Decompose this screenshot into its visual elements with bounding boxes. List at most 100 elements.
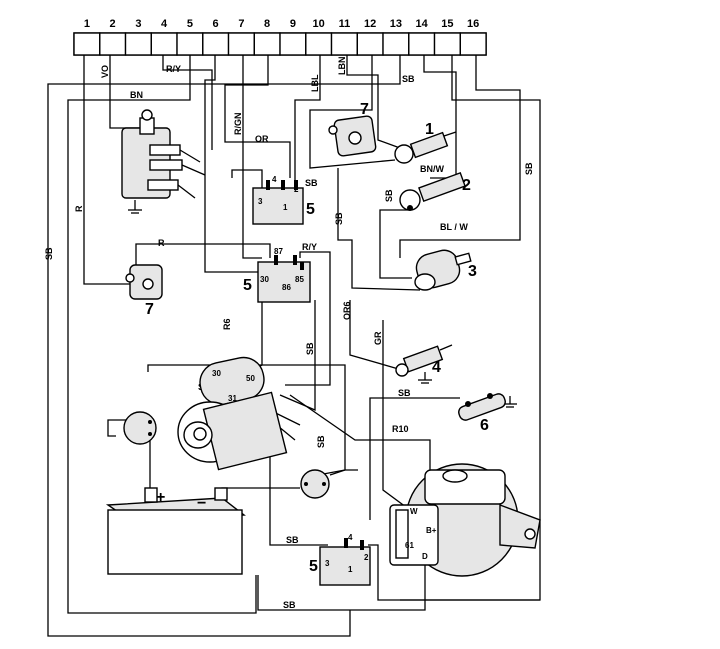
callout-5b: 5 <box>243 277 252 294</box>
wire-ry-pin4 <box>162 55 213 150</box>
label-sb-bottom-relay: SB <box>286 535 299 545</box>
connector-pin-cell <box>202 32 230 56</box>
connector-pin-cell <box>99 32 127 56</box>
connector-pin-cell <box>459 32 487 56</box>
connector-pin-cell <box>227 32 255 56</box>
label-sb-bottom-line: SB <box>283 600 296 610</box>
connector-pin-cell <box>176 32 204 56</box>
relay-top-t4: 4 <box>272 175 277 184</box>
callout-4: 4 <box>432 359 441 376</box>
starter-t50: 50 <box>246 374 255 383</box>
solenoid <box>300 469 358 499</box>
connector-pin-number: 11 <box>339 18 351 30</box>
relay-mid: 87 30 86 85 <box>257 247 311 303</box>
relay-bottom-t4: 4 <box>348 533 353 542</box>
sensor-6 <box>458 393 506 421</box>
connector-pin-number: 2 <box>110 18 116 30</box>
callouts: 1 2 3 4 5 5 5 6 7 7 <box>145 101 489 575</box>
connector-pin-cell <box>408 32 436 56</box>
relay-mid-t85: 85 <box>295 275 304 284</box>
wire-sb-bottom-line <box>257 565 426 611</box>
connector-pin-cell <box>150 32 178 56</box>
wire-gr <box>382 320 411 511</box>
starter-motor: 30 50 31 <box>177 356 288 471</box>
label-ry-top: R/Y <box>166 64 181 74</box>
battery-minus: − <box>197 495 206 512</box>
ignition-distributor <box>121 109 206 199</box>
label-bn: BN <box>130 90 143 100</box>
callout-6: 6 <box>480 417 489 434</box>
connector-pin-cell <box>305 32 333 56</box>
connector-pin-number: 5 <box>187 18 193 30</box>
battery-plus: + <box>156 489 165 506</box>
wire-sb-lower <box>147 364 346 476</box>
connector-pin-number: 12 <box>364 18 376 30</box>
wire-alt-relay <box>368 544 540 601</box>
relay-bottom-t2: 2 <box>364 553 369 562</box>
label-sb-mid: SB <box>334 212 344 225</box>
connector-pin-cell <box>124 32 152 56</box>
label-lbn: LBN <box>337 57 347 76</box>
wire-sb-sensor6 <box>369 397 460 520</box>
relay-top-t3: 3 <box>258 197 263 206</box>
wire-pin12 <box>309 55 396 169</box>
callout-7b: 7 <box>145 301 154 318</box>
alt-t61: 61 <box>405 541 414 550</box>
wire-pin14 <box>423 55 457 179</box>
label-sb-right: SB <box>524 162 534 175</box>
battery: + − <box>105 487 246 575</box>
relay-top-t2: 2 <box>294 185 299 194</box>
connector-pin-cell <box>73 32 101 56</box>
label-r6: R6 <box>222 318 232 330</box>
callout-1: 1 <box>425 121 434 138</box>
sensor-4 <box>395 344 453 377</box>
label-gr: GR <box>373 331 383 345</box>
wire-lbn <box>346 55 401 149</box>
relay-mid-t30: 30 <box>260 275 269 284</box>
ground-symbol <box>128 200 142 214</box>
label-sb-starter: SB <box>305 342 315 355</box>
connector-pin-number: 13 <box>390 18 402 30</box>
label-or6: OR6 <box>342 301 352 320</box>
wire-pin6 <box>204 55 260 273</box>
connector-pin-number: 15 <box>441 18 453 30</box>
label-lbl: LBL <box>310 74 320 92</box>
sender-1 <box>394 131 457 164</box>
label-sb-top: SB <box>402 74 415 84</box>
connector-pin-number: 7 <box>238 18 244 30</box>
callout-5a: 5 <box>306 201 315 218</box>
wire-r-mid <box>135 243 271 270</box>
ground-symbol <box>418 372 432 384</box>
label-sb-relay: SB <box>305 178 318 188</box>
connector-pin-number: 16 <box>467 18 479 30</box>
label-sb-sensor6: SB <box>398 388 411 398</box>
label-blw: BL / W <box>440 222 468 232</box>
connector-pin-number: 9 <box>290 18 296 30</box>
connector-pin-number: 6 <box>213 18 219 30</box>
relay-mid-t87: 87 <box>274 247 283 256</box>
callout-3: 3 <box>468 263 477 280</box>
wire-relay-link <box>231 169 263 190</box>
alternator: W B+ 61 D <box>389 463 541 577</box>
wire-blw <box>399 55 521 258</box>
relay-bottom-t1: 1 <box>348 565 353 574</box>
label-r-mid: R <box>158 238 165 248</box>
connector-pin-number: 14 <box>415 18 428 30</box>
label-r10: R10 <box>392 424 409 434</box>
wire-sb-side <box>379 209 412 279</box>
relay-top: 4 3 1 2 <box>252 175 304 225</box>
label-bnw: BN/W <box>420 164 444 174</box>
connector-pin-cell <box>279 32 307 56</box>
sensor-7-top <box>328 115 377 157</box>
wire-ground <box>221 487 300 492</box>
horn <box>107 411 157 445</box>
wire-sb-starter <box>279 300 316 411</box>
wire-or <box>224 55 291 178</box>
wire-or6 <box>349 300 403 371</box>
connector-pin-number: 4 <box>161 18 168 30</box>
wire-rgn <box>242 55 262 259</box>
connector-pin-cell <box>382 32 410 56</box>
